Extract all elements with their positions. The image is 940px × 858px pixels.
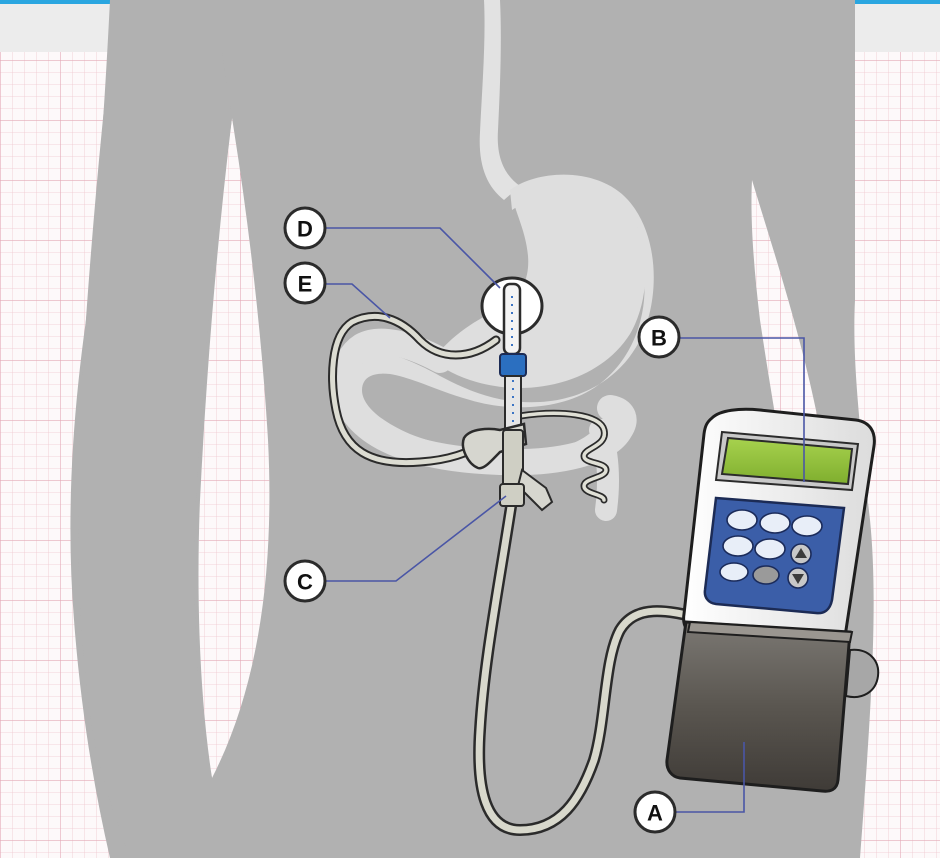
- pump-key-6: [720, 563, 748, 581]
- label-c: C: [285, 561, 325, 601]
- label-e: E: [285, 263, 325, 303]
- hub-connector: [500, 484, 524, 506]
- pump-key-3: [792, 516, 822, 536]
- balloon-stem: [504, 284, 520, 354]
- label-d-text: D: [297, 217, 313, 242]
- label-e-text: E: [298, 272, 313, 297]
- blue-connector: [500, 354, 526, 376]
- label-a: A: [635, 792, 675, 832]
- label-d: D: [285, 208, 325, 248]
- pump-cassette: [667, 622, 850, 791]
- pump-key-7: [753, 566, 779, 584]
- label-b: B: [639, 317, 679, 357]
- label-a-text: A: [647, 801, 663, 826]
- label-b-text: B: [651, 326, 667, 351]
- pump-key-4: [723, 536, 753, 556]
- label-c-text: C: [297, 570, 313, 595]
- pump-key-2: [760, 513, 790, 533]
- pump-key-1: [727, 510, 757, 530]
- pump-key-5: [755, 539, 785, 559]
